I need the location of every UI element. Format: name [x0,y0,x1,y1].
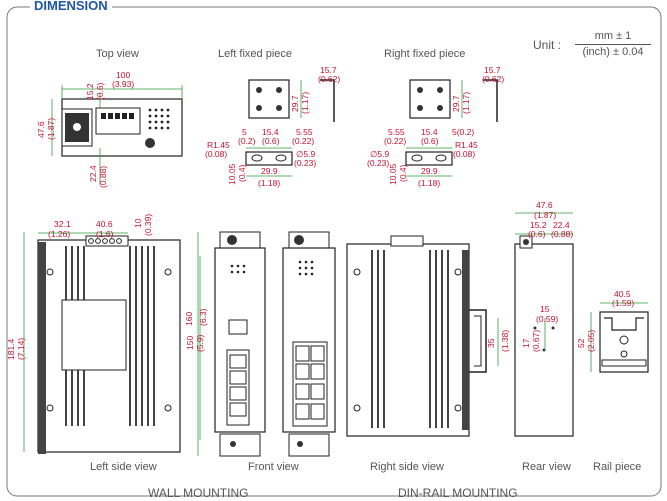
dim-top-a: 15.2 [85,83,95,100]
section-frame [6,6,662,497]
dim-rf-radius: R1.45 [455,140,478,150]
dim-lf-hole: ∅5.9 [296,149,315,159]
dim-ls-inner: 150 [185,336,195,350]
dim-top-b: 22.4 [88,165,98,182]
rail-piece-label: Rail piece [593,461,642,473]
dim-rf-radius-inch: (0.08) [453,149,475,159]
dim-rp-width: 40.5 [614,289,631,299]
dim-lf-a-inch: (0.2) [238,136,256,146]
dim-ls-inner-inch: (5.9) [195,334,205,352]
dim-lf-height-inch: (1.17) [300,92,310,114]
dim-rf-height-inch: (1.17) [461,92,471,114]
dim-lf-hole-inch: (0.23) [294,158,316,168]
dim-rv-c-inch: (0.59) [536,314,558,324]
dim-rv-a: 15.2 [530,220,547,230]
dim-lf-e: 10.05 [227,163,237,185]
dim-top-a-inch: (0.6) [95,82,105,100]
left-side-view-label: Left side view [90,461,157,473]
dim-rf-e-inch: (0.4) [398,164,408,182]
unit-prefix: Unit : [533,38,562,52]
dim-rv-width-inch: (1.87) [534,210,556,220]
dim-rp-width-inch: (1.59) [612,298,634,308]
dim-rs-rail: 35 [486,338,496,348]
dim-lf-c: 5.55 [296,127,313,137]
rail-piece-drawing [590,302,649,373]
dim-rv-c: 15 [540,304,550,314]
wall-mounting-label: WALL MOUNTING [148,486,249,500]
dim-rv-d: 17 [521,338,531,348]
dim-rf-hole-inch: (0.23) [367,158,389,168]
dim-lf-f-inch: (1.18) [258,178,280,188]
dim-rf-c-inch: (0.22) [384,136,406,146]
dim-rf-thick: 15.7 [484,65,501,75]
front-view-din-drawing [282,231,336,457]
left-fixed-piece-label: Left fixed piece [218,48,292,60]
dim-rf-e: 10.05 [388,163,398,185]
dim-front-height: 160 [184,312,194,326]
dim-lf-a: 5 [242,127,247,137]
top-view-label: Top view [96,48,139,60]
dim-front-height-inch: (6.3) [198,308,208,326]
left-fixed-piece-drawing [245,79,335,177]
dim-lf-thick: 15.7 [320,65,337,75]
dim-lf-b-inch: (0.6) [262,136,280,146]
dim-top-b-inch: (0.88) [98,166,108,188]
dim-rf-height: 29.7 [451,95,461,112]
dim-rf-b-inch: (0.6) [421,136,439,146]
dim-top-width: 100 [116,70,130,80]
dim-ls-b: 40.6 [96,219,113,229]
dim-rv-width: 47.6 [536,200,553,210]
right-side-view-drawing [346,235,499,437]
dim-rf-a: 5(0.2) [452,127,474,137]
dim-rp-height-inch: (2.05) [586,330,596,352]
unit-numerator: mm ± 1 [594,30,632,42]
dim-rf-f: 29.9 [421,166,438,176]
dim-rs-rail-inch: (1.38) [500,330,510,352]
dim-ls-c: 10 [133,218,143,228]
dim-rf-hole: ∅5.9 [370,149,389,159]
dim-top-height: 47.6 [36,121,46,138]
dim-rv-b: 22.4 [553,220,570,230]
rear-view-drawing [514,212,574,437]
dim-ls-c-inch: (0.39) [143,214,153,236]
dim-lf-radius-inch: (0.08) [205,149,227,159]
dim-lf-radius: R1.45 [207,140,230,150]
dim-ls-a: 32.1 [54,219,71,229]
front-view-label: Front view [248,461,299,473]
dim-rf-thick-inch: (0.62) [482,74,504,84]
rear-view-label: Rear view [522,461,571,473]
dim-lf-c-inch: (0.22) [292,136,314,146]
front-view-drawing [197,231,266,457]
dim-rf-c: 5.55 [388,127,405,137]
dim-lf-f: 29.9 [261,166,278,176]
right-fixed-piece-drawing [405,79,498,177]
dim-lf-b: 15.4 [262,127,279,137]
dim-top-width-inch: (3.93) [112,79,134,89]
dim-lf-height: 29.7 [290,95,300,112]
right-fixed-piece-label: Right fixed piece [384,48,466,60]
dim-ls-height: 181.4 [6,338,16,360]
dim-rp-height: 52 [576,338,586,348]
dim-rv-d-inch: (0.67) [531,330,541,352]
dim-rf-b: 15.4 [421,127,438,137]
dim-lf-e-inch: (0.4) [237,164,247,182]
dim-lf-thick-inch: (0.62) [318,74,340,84]
top-view-drawing [51,85,183,185]
dim-ls-a-inch: (1.26) [48,229,70,239]
unit-denominator: (inch) ± 0.04 [582,46,644,58]
section-title: DIMENSION [30,0,112,13]
left-side-view-drawing [23,232,201,454]
dim-ls-b-inch: (1.6) [96,229,114,239]
unit-fraction-bar [575,44,651,45]
dim-rv-a-inch: (0.6) [528,229,546,239]
dim-ls-height-inch: (7.14) [16,338,26,360]
din-rail-mounting-label: DIN-RAIL MOUNTING [398,486,518,500]
dim-rf-f-inch: (1.18) [418,178,440,188]
right-side-view-label: Right side view [370,461,444,473]
dim-rv-b-inch: (0.88) [551,229,573,239]
dim-top-height-inch: (1.87) [46,118,56,140]
